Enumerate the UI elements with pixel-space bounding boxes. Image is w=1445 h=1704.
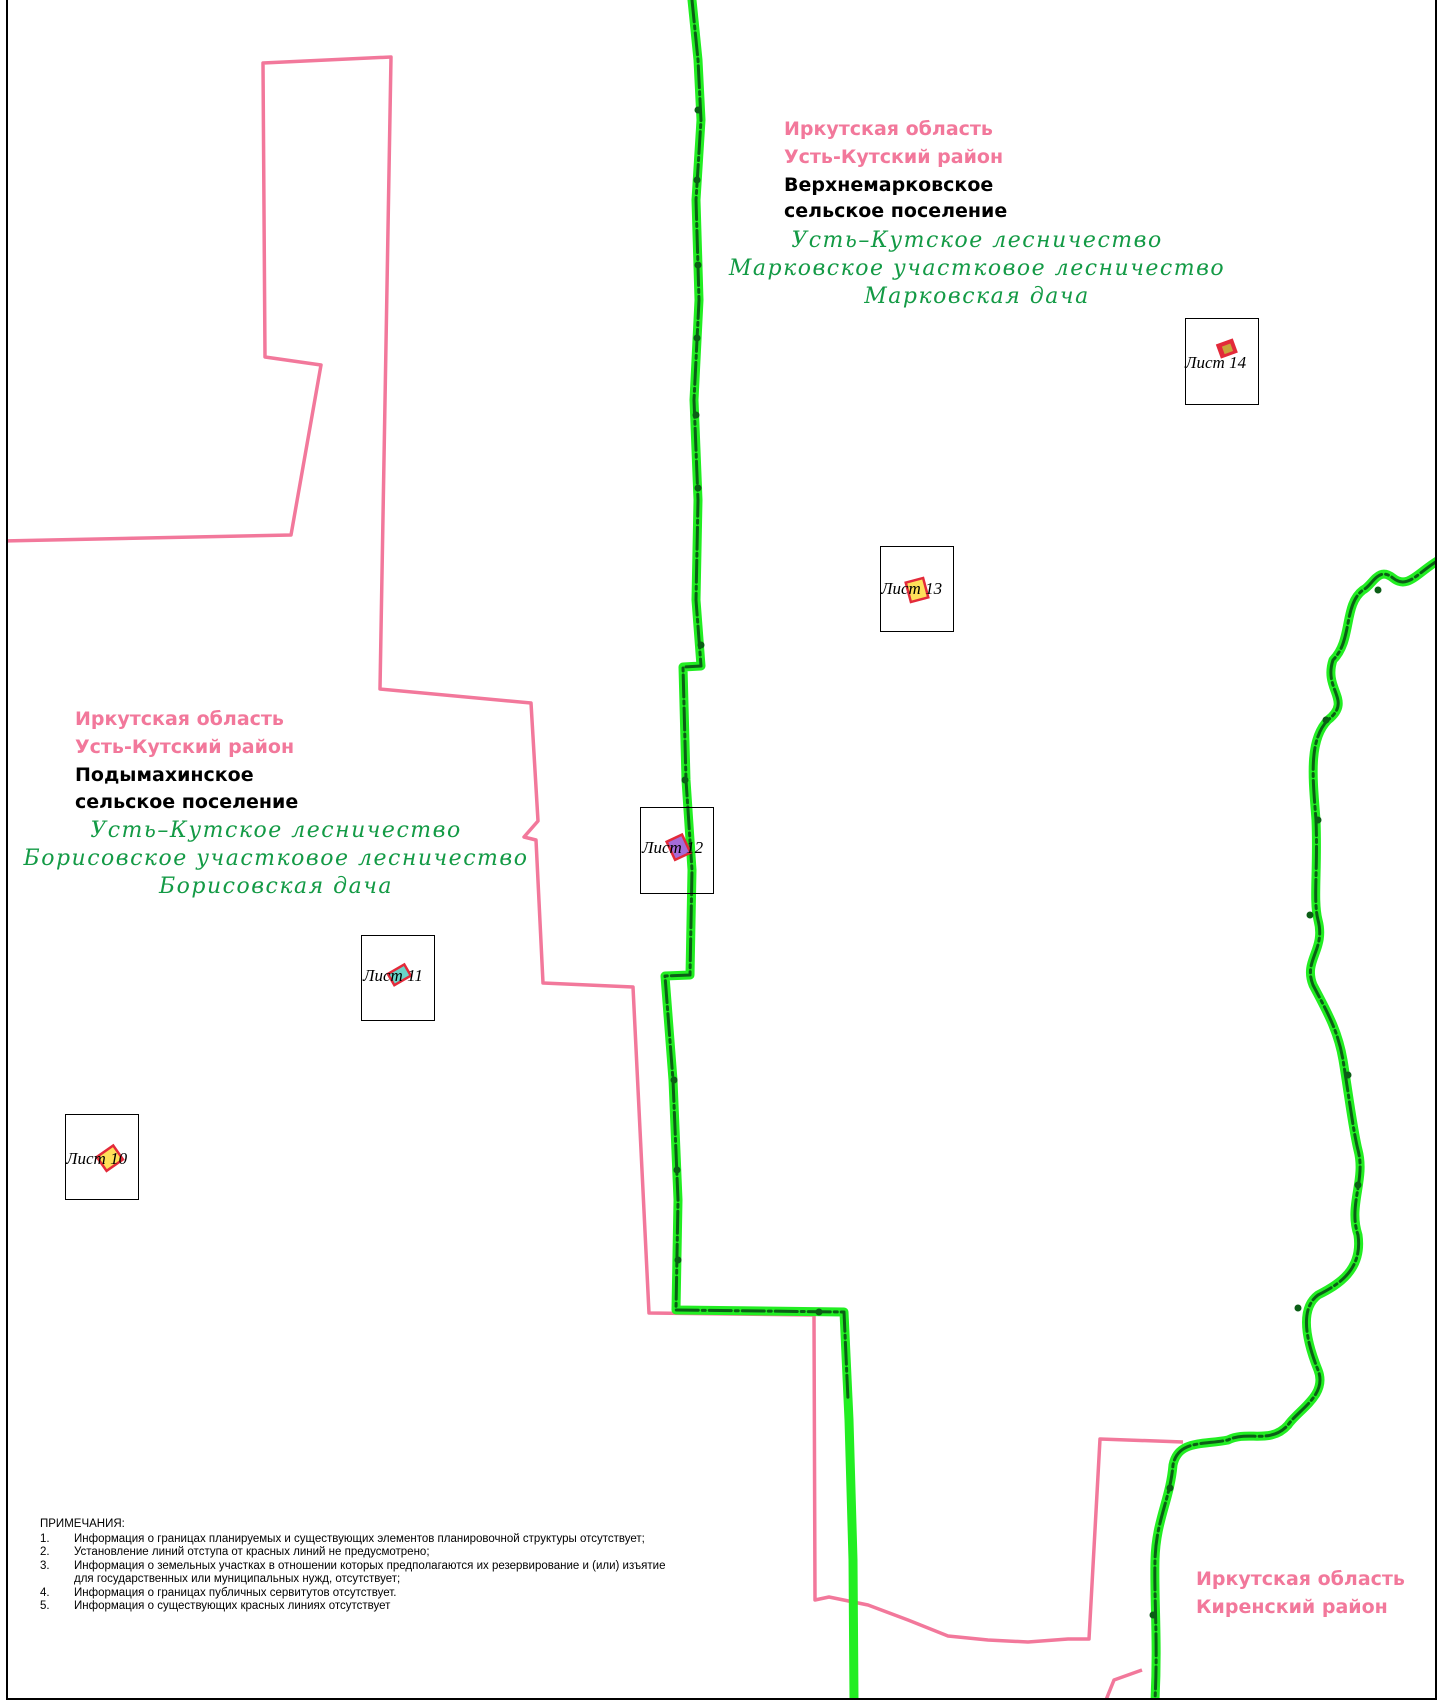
notes-title: ПРИМЕЧАНИЯ:: [40, 1518, 125, 1530]
notes-block: ПРИМЕЧАНИЯ: 1.Информация о границах план…: [40, 1518, 680, 1614]
note-item: 3.Информация о земельных участках в отно…: [40, 1559, 666, 1586]
sheet-label-11: Лист 11: [363, 966, 423, 985]
region-ur-dacha: Марковская дача: [864, 284, 1090, 309]
forestry-boundary-east: [1150, 557, 1435, 1698]
region-ur-rayon: Усть-Кутский район: [784, 146, 1004, 168]
forestry-boundaries: [660, 0, 1435, 1698]
forestry-boundary-east-core: [1153, 560, 1435, 1698]
sheet-frame-10[interactable]: [65, 1114, 139, 1200]
map-frame[interactable]: Лист 14 Лист 13 Лист 12 Лист 11 Лист 10 …: [6, 0, 1437, 1700]
forestry-boundary-main-core: [663, 0, 850, 1402]
parcel-10: [95, 1143, 125, 1173]
map-canvas[interactable]: [8, 0, 1437, 1700]
municipal-boundaries: [8, 55, 1184, 1698]
region-left-settlement-2: сельское поселение: [75, 791, 299, 813]
region-left-oblast: Иркутская область: [75, 708, 284, 730]
region-ur-settlement-1: Верхнемарковское: [784, 174, 994, 196]
region-left-rayon: Усть-Кутский район: [75, 736, 295, 758]
region-left-forestry: Усть–Кутское лесничество: [90, 818, 462, 843]
region-lr-oblast: Иркутская область: [1196, 1568, 1405, 1590]
region-ur-forestry: Усть–Кутское лесничество: [791, 228, 1163, 253]
sheet-frame-14[interactable]: [1185, 318, 1259, 405]
note-item: 2.Установление линий отступа от красных …: [40, 1546, 430, 1559]
parcel-markers: [95, 338, 1238, 1173]
region-left-settlement-1: Подымахинское: [75, 764, 254, 786]
region-left-dacha: Борисовская дача: [158, 874, 394, 899]
region-lr-rayon: Киренский район: [1196, 1596, 1388, 1618]
sheet-frame-13[interactable]: [880, 546, 954, 632]
note-item: 1.Информация о границах планируемых и су…: [40, 1532, 645, 1545]
region-ur-settlement-2: сельское поселение: [784, 200, 1008, 222]
region-ur-district-forestry: Марковское участковое лесничество: [728, 256, 1226, 281]
sheet-label-12: Лист 12: [642, 838, 704, 857]
sheet-label-13: Лист 13: [881, 579, 943, 598]
boundary-left-enclave: [8, 55, 1184, 1644]
sheet-frame-11[interactable]: [361, 935, 435, 1021]
note-item: 4.Информация о границах публичных сервит…: [40, 1586, 397, 1599]
sheet-label-10: Лист 10: [66, 1149, 128, 1168]
boundary-vertices: [670, 106, 1382, 1619]
sheet-label-14: Лист 14: [1185, 353, 1247, 372]
parcel-12: [664, 832, 693, 862]
region-ur-oblast: Иркутская область: [784, 118, 993, 140]
parcel-13: [904, 576, 930, 604]
sheet-frame-12[interactable]: [640, 807, 714, 894]
parcel-14: [1215, 338, 1238, 359]
parcel-11: [386, 962, 413, 987]
region-left-district-forestry: Борисовское участковое лесничество: [23, 846, 529, 871]
note-item: 5.Информация о существующих красных лини…: [40, 1600, 391, 1613]
boundary-kirensky-south: [1104, 1668, 1143, 1698]
